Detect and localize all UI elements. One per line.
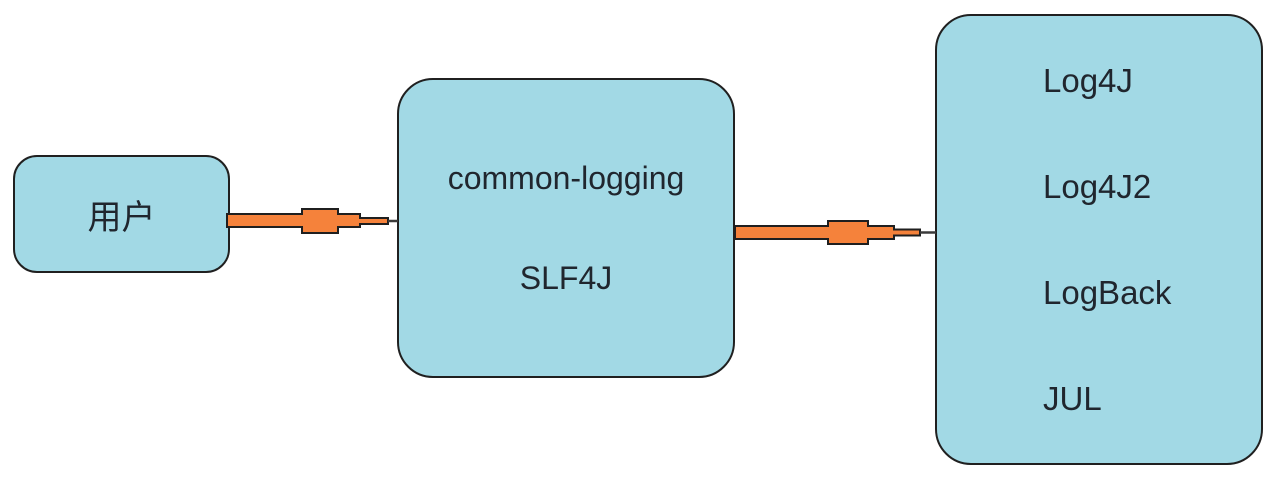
arrow-user-to-facade-body: [226, 208, 389, 234]
node-user: 用户: [13, 155, 230, 273]
facade-label-common-logging: common-logging: [447, 160, 685, 196]
arrow-facade-to-implementations: [734, 220, 936, 245]
impl-label-log4j2: Log4J2: [1043, 167, 1152, 205]
node-logging-implementations: Log4J Log4J2 LogBack JUL: [935, 14, 1263, 465]
impl-label-logback: LogBack: [1043, 273, 1172, 311]
arrow-facade-to-implementations-body: [734, 220, 921, 245]
impl-label-jul: JUL: [1043, 379, 1102, 417]
facade-label-slf4j: SLF4J: [519, 260, 613, 296]
arrow-user-to-facade: [226, 208, 398, 234]
node-user-label: 用户: [87, 198, 156, 237]
impl-label-log4j: Log4J: [1043, 61, 1133, 99]
node-logging-facade: common-logging SLF4J: [397, 78, 735, 378]
